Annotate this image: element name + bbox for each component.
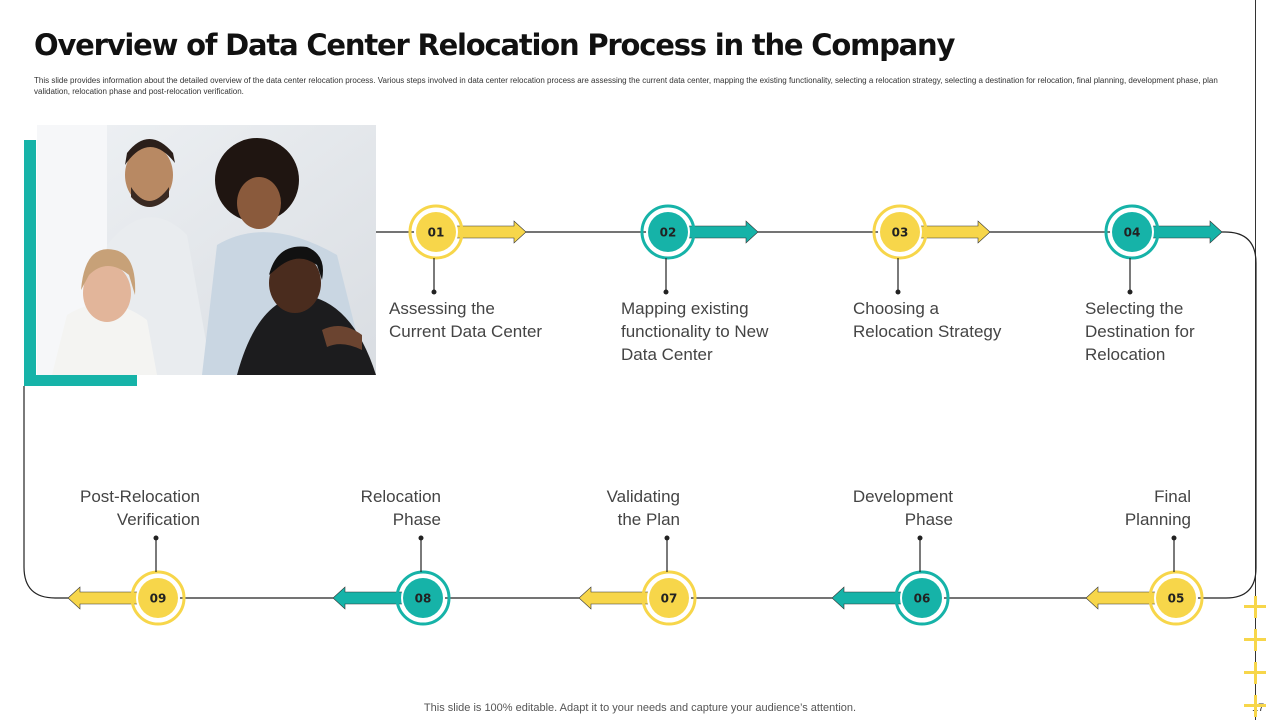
- step-number: 01: [428, 226, 445, 240]
- step-number-badge: [649, 578, 689, 618]
- process-step-04: 04: [1104, 204, 1223, 295]
- step-ring: [640, 204, 696, 260]
- step-pointer-dot: [895, 289, 901, 295]
- step-label-line: Final: [1154, 487, 1191, 506]
- process-step-09: 09: [67, 535, 186, 626]
- photo-accent-bar-vertical: [24, 140, 36, 386]
- step-label-line: Data Center: [621, 345, 713, 364]
- step-number: 07: [661, 592, 678, 606]
- step-number: 09: [150, 592, 167, 606]
- process-step-07: 07: [578, 535, 697, 626]
- page-title: Overview of Data Center Relocation Proce…: [34, 28, 955, 62]
- step-label-line: the Plan: [617, 510, 680, 529]
- team-photo-illustration: [37, 125, 376, 375]
- step-label-07: Validating the Plan: [607, 485, 680, 531]
- step-label-line: Post-Relocation: [79, 487, 200, 506]
- step-ring: [395, 570, 451, 626]
- step-ring: [1104, 204, 1160, 260]
- step-number: 02: [660, 226, 677, 240]
- process-step-02: 02: [640, 204, 759, 295]
- step-label-line: Relocation: [1085, 345, 1166, 364]
- step-arrow-icon: [1149, 220, 1223, 244]
- step-label-line: Verification: [116, 510, 200, 529]
- plus-icon: [1244, 596, 1266, 618]
- step-label-line: Development: [852, 487, 953, 506]
- step-pointer-dot: [1127, 289, 1133, 295]
- step-label-line: Phase: [392, 510, 441, 529]
- step-number: 03: [892, 226, 909, 240]
- step-label-line: Planning: [1124, 510, 1191, 529]
- page-subtitle: This slide provides information about th…: [34, 76, 1218, 96]
- process-step-01: 01: [408, 204, 527, 295]
- step-number-badge: [902, 578, 942, 618]
- step-ring: [408, 204, 464, 260]
- step-ring: [641, 570, 697, 626]
- step-arrow-icon: [332, 586, 406, 610]
- step-label-line: Selecting the: [1085, 299, 1184, 318]
- step-label-line: Destination for: [1085, 322, 1195, 341]
- step-label-line: Validating: [606, 487, 680, 506]
- process-step-03: 03: [872, 204, 991, 295]
- step-label-line: Relocation Strategy: [853, 322, 1002, 341]
- step-number-badge: [648, 212, 688, 252]
- step-number: 04: [1124, 226, 1141, 240]
- plus-icon: [1244, 695, 1266, 717]
- step-ring: [872, 204, 928, 260]
- step-number-badge: [403, 578, 443, 618]
- step-label-line: Phase: [904, 510, 953, 529]
- process-step-05: 05: [1085, 535, 1204, 626]
- step-arrow-icon: [685, 220, 759, 244]
- step-arrow-icon: [917, 220, 991, 244]
- step-number-badge: [138, 578, 178, 618]
- step-arrow-icon: [67, 586, 141, 610]
- step-number: 08: [415, 592, 432, 606]
- team-photo: [37, 125, 376, 375]
- step-ring: [1148, 570, 1204, 626]
- step-label-line: Mapping existing: [621, 299, 749, 318]
- step-arrow-icon: [1085, 586, 1159, 610]
- photo-accent-bar-horizontal: [24, 375, 137, 386]
- step-number-badge: [1112, 212, 1152, 252]
- step-number-badge: [1156, 578, 1196, 618]
- step-label-line: Choosing a: [853, 299, 940, 318]
- plus-icon: [1244, 662, 1266, 684]
- step-label-line: functionality to New: [621, 322, 769, 341]
- step-number: 06: [914, 592, 931, 606]
- step-arrow-icon: [578, 586, 652, 610]
- step-label-line: Assessing the: [389, 299, 495, 318]
- step-number-badge: [416, 212, 456, 252]
- footer-note: This slide is 100% editable. Adapt it to…: [423, 702, 857, 714]
- step-label-line: Relocation: [360, 487, 441, 506]
- step-number: 05: [1168, 592, 1185, 606]
- step-arrow-icon: [453, 220, 527, 244]
- process-step-06: 06: [831, 535, 950, 626]
- step-label-line: Current Data Center: [389, 322, 543, 341]
- step-ring: [130, 570, 186, 626]
- process-step-08: 08: [332, 535, 451, 626]
- step-label-03: Choosing a Relocation Strategy: [853, 297, 1001, 343]
- process-connector-line: [23, 231, 1257, 599]
- step-pointer-dot: [663, 289, 669, 295]
- step-ring: [894, 570, 950, 626]
- plus-icon: [1244, 629, 1266, 651]
- step-arrow-icon: [831, 586, 905, 610]
- step-pointer-dot: [431, 289, 437, 295]
- step-number-badge: [880, 212, 920, 252]
